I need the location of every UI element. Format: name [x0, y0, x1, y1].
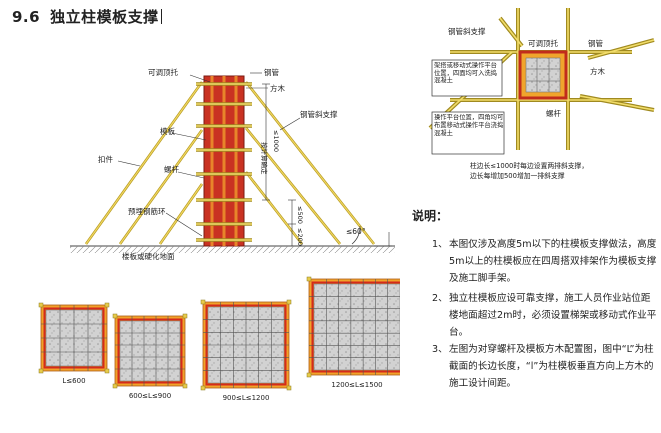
section-detail: 900≤L≤1200: [200, 299, 292, 402]
dim-middle: 按计算确定: [260, 142, 269, 175]
label-coupler: 扣件: [98, 154, 113, 164]
plan-label-bolt: 螺杆: [546, 108, 561, 118]
section-detail: 1200≤L≤1500: [306, 276, 400, 389]
note-item-1: 1、 本图仅涉及高度5m以下的柱模板支撑做法，高度5m以上的柱模板应在四周搭双排…: [432, 236, 657, 287]
section-detail: 600≤L≤900: [112, 313, 188, 400]
label-diagonal-brace: 钢管斜支撑: [300, 109, 338, 119]
elevation-drawing: 可调顶托 钢管 方木 钢管斜支撑 模板 扣件 螺杆 预埋钢筋环 楼板或硬化地面 …: [70, 67, 395, 261]
section-details: L≤600 600≤L≤900 900≤L≤1200 1200≤L≤1500: [38, 276, 400, 402]
label-form-panel: 模板: [160, 126, 175, 136]
label-embedded-ring: 预埋钢筋环: [128, 206, 166, 216]
note-item-2: 2、 独立柱模板应设可靠支撑，施工人员作业站位距楼地面超过2m时，必须设置梯架或…: [432, 290, 657, 341]
label-angle: ≤60°: [346, 227, 366, 236]
note-number: 3、: [432, 344, 448, 355]
section-title: 独立柱模板支撑: [50, 8, 159, 26]
plan-note-platform-1: 架搭或移动式操作平台位置，四面均可入洗捣混凝土: [434, 62, 497, 85]
plan-label-diagonal-brace: 钢管斜支撑: [448, 26, 486, 36]
page-title: 9.6 独立柱模板支撑: [12, 6, 162, 27]
dim-top: ≤1000: [272, 130, 280, 152]
plan-label-timber: 方木: [590, 66, 605, 76]
section-number: 9.6: [12, 8, 41, 26]
dim-lower: ≤500: [296, 206, 304, 224]
note-item-3: 3、 左图为对穿螺杆及模板方木配置图，图中“L”为柱截面的长边长度，“l”为柱模…: [432, 341, 657, 392]
label-adjustable-jack: 可调顶托: [148, 67, 178, 77]
plan-drawing: 钢管斜支撑 可调顶托 钢管 方木 螺杆 架搭或移动式操作平台位置，四面均可入洗捣…: [428, 8, 655, 180]
note-text: 本图仅涉及高度5m以下的柱模板支撑做法，高度5m以上的柱模板应在四周搭双排架作为…: [449, 239, 657, 284]
section-label: 900≤L≤1200: [223, 394, 270, 402]
plan-side-note-1: 柱边长≤1000时每边设置两排斜支撑，: [470, 161, 588, 170]
label-steel-tube: 钢管: [264, 67, 279, 77]
text-cursor: [160, 9, 162, 24]
plan-label-jack: 可调顶托: [528, 38, 558, 48]
note-text: 左图为对穿螺杆及模板方木配置图，图中“L”为柱截面的长边长度，“l”为柱模板垂直…: [449, 344, 654, 389]
note-number: 2、: [432, 293, 448, 304]
section-detail: L≤600: [38, 302, 110, 385]
note-number: 1、: [432, 239, 448, 250]
ground-hatch: [70, 246, 395, 253]
label-tie-bolt: 螺杆: [164, 164, 179, 174]
section-label: 600≤L≤900: [129, 392, 171, 400]
section-label: 1200≤L≤1500: [331, 381, 382, 389]
plan-note-platform-2: 操作平台位置，四角均可布置移动式操作平台浇捣混凝土: [434, 114, 504, 137]
note-text: 独立柱模板应设可靠支撑，施工人员作业站位距楼地面超过2m时，必须设置梯架或移动式…: [449, 293, 657, 338]
section-label: L≤600: [62, 377, 85, 385]
plan-label-tube: 钢管: [588, 38, 603, 48]
dim-bottom: ≤200: [296, 228, 304, 246]
notes-heading: 说明：: [412, 209, 449, 223]
plan-side-note-2: 边长每增加500增加一排斜支撑: [470, 171, 565, 180]
label-ground: 楼板或硬化地面: [122, 251, 175, 261]
label-timber-batten: 方木: [270, 83, 285, 93]
